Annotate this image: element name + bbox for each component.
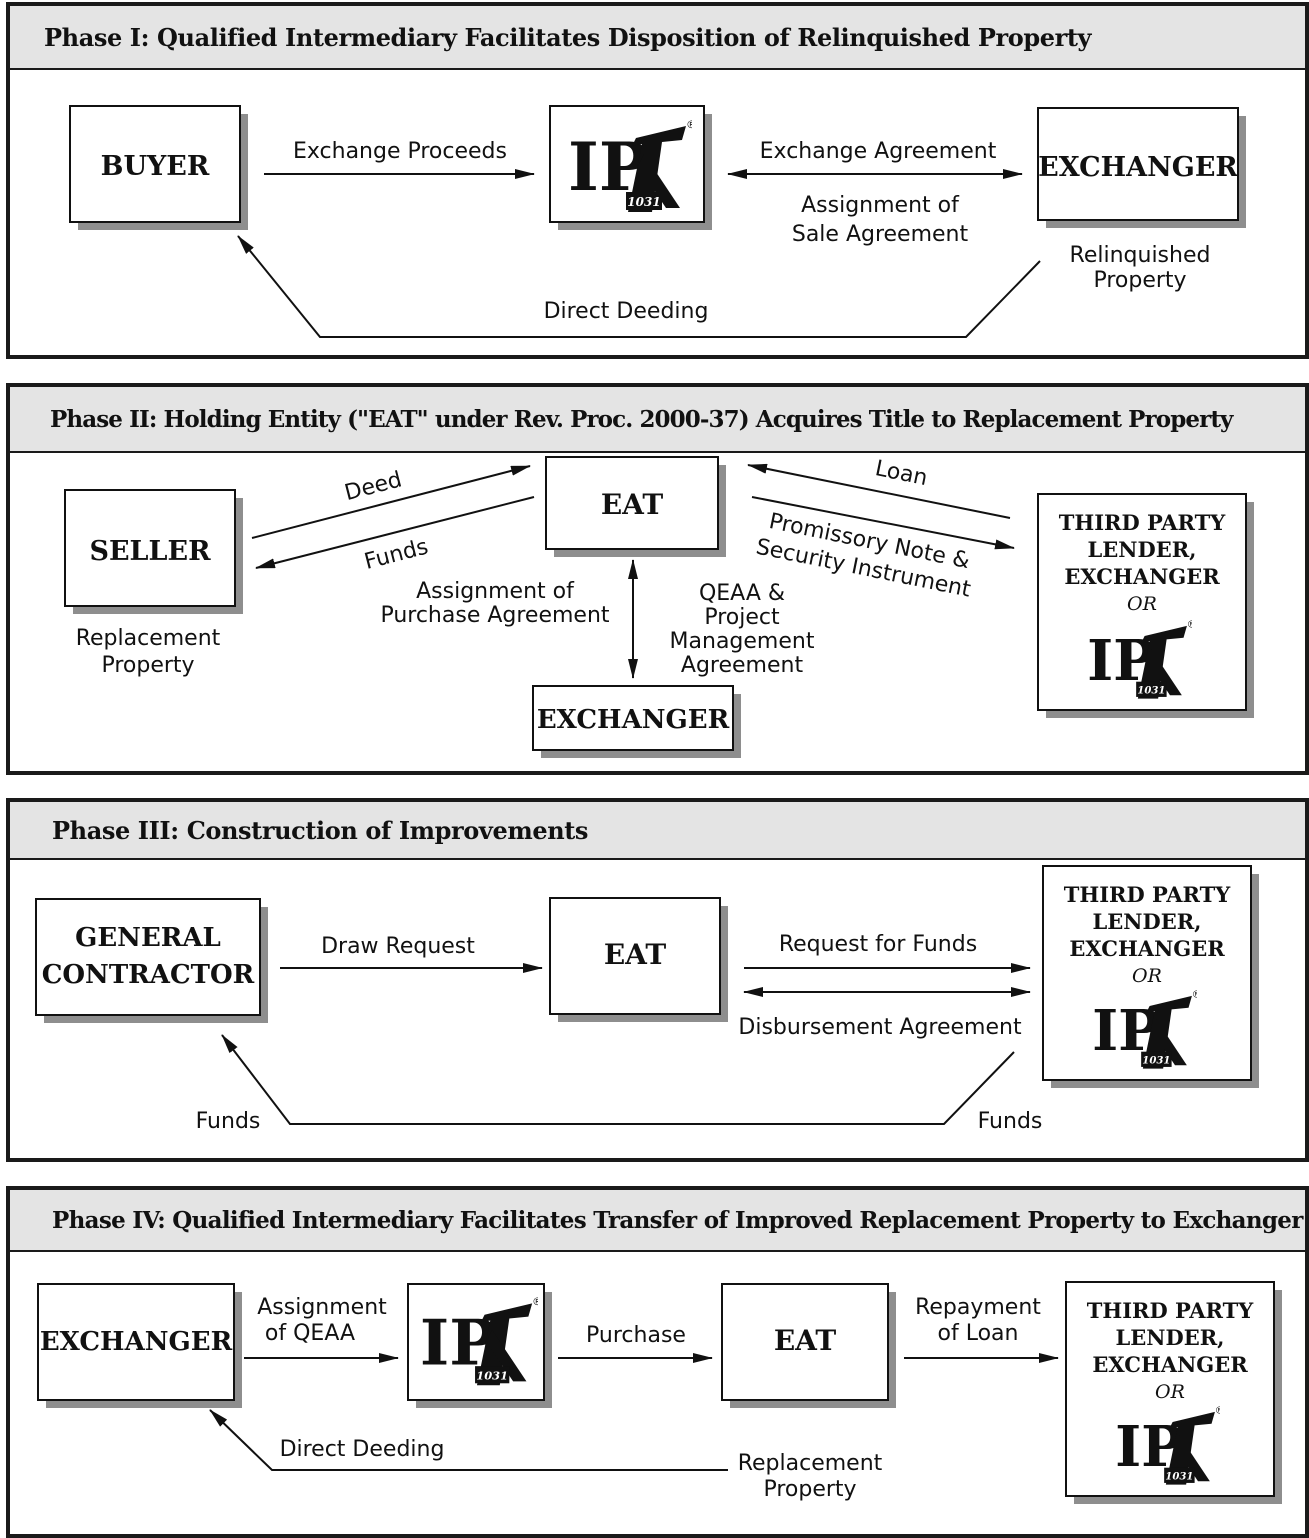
exchanger-label: EXCHANGER [1038, 152, 1238, 183]
purchase-label: Purchase [586, 1323, 686, 1348]
phase-2-title: Holding Entity ("EAT" under Rev. Proc. 2… [156, 406, 1234, 433]
qeaa-line4: Agreement [681, 653, 804, 678]
phase-3-header: Phase III: Construction of Improvements [10, 802, 1305, 860]
lender-box-phase3: THIRD PARTY LENDER, EXCHANGER OR [1042, 865, 1259, 1088]
lender-line3: EXCHANGER [1092, 1352, 1248, 1377]
assignment-purchase-line1: Assignment of [416, 579, 575, 604]
lender-box-phase4: THIRD PARTY LENDER, EXCHANGER OR [1065, 1281, 1282, 1504]
eat-label: EAT [774, 1324, 837, 1357]
replacement-line2: Property [101, 653, 194, 678]
phase-1-title-lead: Phase I: [44, 23, 150, 52]
deed-arrow [251, 465, 531, 539]
replacement-line1: Replacement [76, 626, 221, 651]
exchanger-label: EXCHANGER [537, 705, 730, 735]
seller-label: SELLER [89, 536, 211, 567]
lender-line3: EXCHANGER [1069, 936, 1225, 961]
contractor-box: GENERAL CONTRACTOR [35, 898, 268, 1023]
phase-3-title-lead: Phase III: [52, 816, 179, 845]
phase-2-diagram: SELLER Replacement Property EAT EXCHANGE… [64, 456, 1254, 758]
request-funds-label: Request for Funds [779, 932, 977, 957]
eat-label: EAT [601, 488, 664, 521]
disbursement-label: Disbursement Agreement [738, 1015, 1022, 1040]
funds-right-label: Funds [978, 1109, 1043, 1134]
lender-line1: THIRD PARTY [1059, 510, 1227, 535]
phase-1-header: Phase I: Qualified Intermediary Facilita… [10, 6, 1305, 70]
lender-or: OR [1127, 593, 1157, 615]
replacement-line1: Replacement [738, 1451, 883, 1476]
lender-line2: LENDER, [1093, 909, 1202, 934]
assignment-qeaa-line1: Assignment [257, 1295, 387, 1320]
funds-return-arrow [221, 1034, 1015, 1125]
seller-box: SELLER [64, 489, 243, 614]
relinquished-line2: Property [1093, 268, 1186, 293]
funds-left-label: Funds [196, 1109, 261, 1134]
phase-4-diagram: EXCHANGER EAT THIRD PARTY LENDER, EXCHAN… [37, 1281, 1282, 1504]
buyer-label: BUYER [101, 151, 210, 182]
qeaa-line2: Project [704, 605, 780, 630]
assignment-sale-line2: Sale Agreement [792, 222, 969, 247]
ipx-box-phase1 [549, 105, 712, 230]
repayment-line1: Repayment [915, 1295, 1041, 1320]
phase-3-title: Construction of Improvements [178, 816, 589, 845]
lender-line2: LENDER, [1088, 537, 1197, 562]
lender-line2: LENDER, [1116, 1325, 1225, 1350]
phase-4-title-lead: Phase IV: [52, 1207, 166, 1234]
phase-2-title-lead: Phase II: [50, 406, 157, 433]
lender-line1: THIRD PARTY [1087, 1298, 1255, 1323]
draw-request-label: Draw Request [321, 934, 475, 959]
relinquished-line1: Relinquished [1070, 243, 1211, 268]
replacement-line2: Property [763, 1477, 856, 1502]
direct-deeding-arrow [209, 1409, 728, 1471]
exchanger-box-phase1: EXCHANGER [1037, 107, 1246, 228]
ipx-box-phase4 [407, 1283, 552, 1408]
eat-box-phase3: EAT [549, 897, 728, 1022]
promissory-arrow [751, 496, 1015, 550]
phase-4-header: Phase IV: Qualified Intermediary Facilit… [10, 1190, 1305, 1252]
lender-or: OR [1132, 965, 1162, 987]
qeaa-line3: Management [670, 629, 815, 654]
repayment-line2: of Loan [938, 1321, 1019, 1346]
phase-2-header: Phase II: Holding Entity ("EAT" under Re… [10, 387, 1305, 453]
direct-deeding-arrow [237, 235, 1041, 338]
eat-box-phase4: EAT [721, 1283, 896, 1408]
exchanger-label: EXCHANGER [40, 1327, 233, 1357]
loan-arrow [747, 463, 1011, 519]
assignment-sale-line1: Assignment of [801, 193, 960, 218]
eat-box-phase2: EAT [545, 456, 726, 557]
assignment-purchase-line2: Purchase Agreement [380, 603, 609, 628]
exchange-agreement-label: Exchange Agreement [760, 139, 997, 164]
phase-1-title: Qualified Intermediary Facilitates Dispo… [149, 23, 1092, 52]
buyer-box: BUYER [69, 105, 248, 230]
lender-box-phase2: THIRD PARTY LENDER, EXCHANGER OR [1037, 493, 1254, 718]
phase-4-title: Qualified Intermediary Facilitates Trans… [165, 1207, 1303, 1234]
qeaa-line1: QEAA & [699, 581, 785, 606]
phase-3-diagram: GENERAL CONTRACTOR EAT THIRD PARTY LENDE… [35, 865, 1259, 1134]
exchanger-box-phase4: EXCHANGER [37, 1283, 242, 1408]
contractor-line1: GENERAL [75, 923, 221, 953]
exchange-proceeds-label: Exchange Proceeds [293, 139, 507, 164]
eat-label: EAT [604, 938, 667, 971]
lender-or: OR [1155, 1381, 1185, 1403]
funds-label: Funds [362, 534, 431, 574]
direct-deeding-label: Direct Deeding [544, 299, 709, 324]
assignment-qeaa-line2: of QEAA [265, 1321, 355, 1346]
funds-arrow [255, 496, 535, 569]
direct-deeding-label: Direct Deeding [280, 1437, 445, 1462]
lender-line3: EXCHANGER [1064, 564, 1220, 589]
exchanger-box-phase2: EXCHANGER [532, 685, 741, 758]
contractor-line2: CONTRACTOR [42, 960, 255, 990]
lender-line1: THIRD PARTY [1064, 882, 1232, 907]
loan-label: Loan [873, 456, 930, 491]
phase-1-diagram: BUYER EXCHANGER Exchange Proceeds Exchan… [69, 105, 1246, 338]
